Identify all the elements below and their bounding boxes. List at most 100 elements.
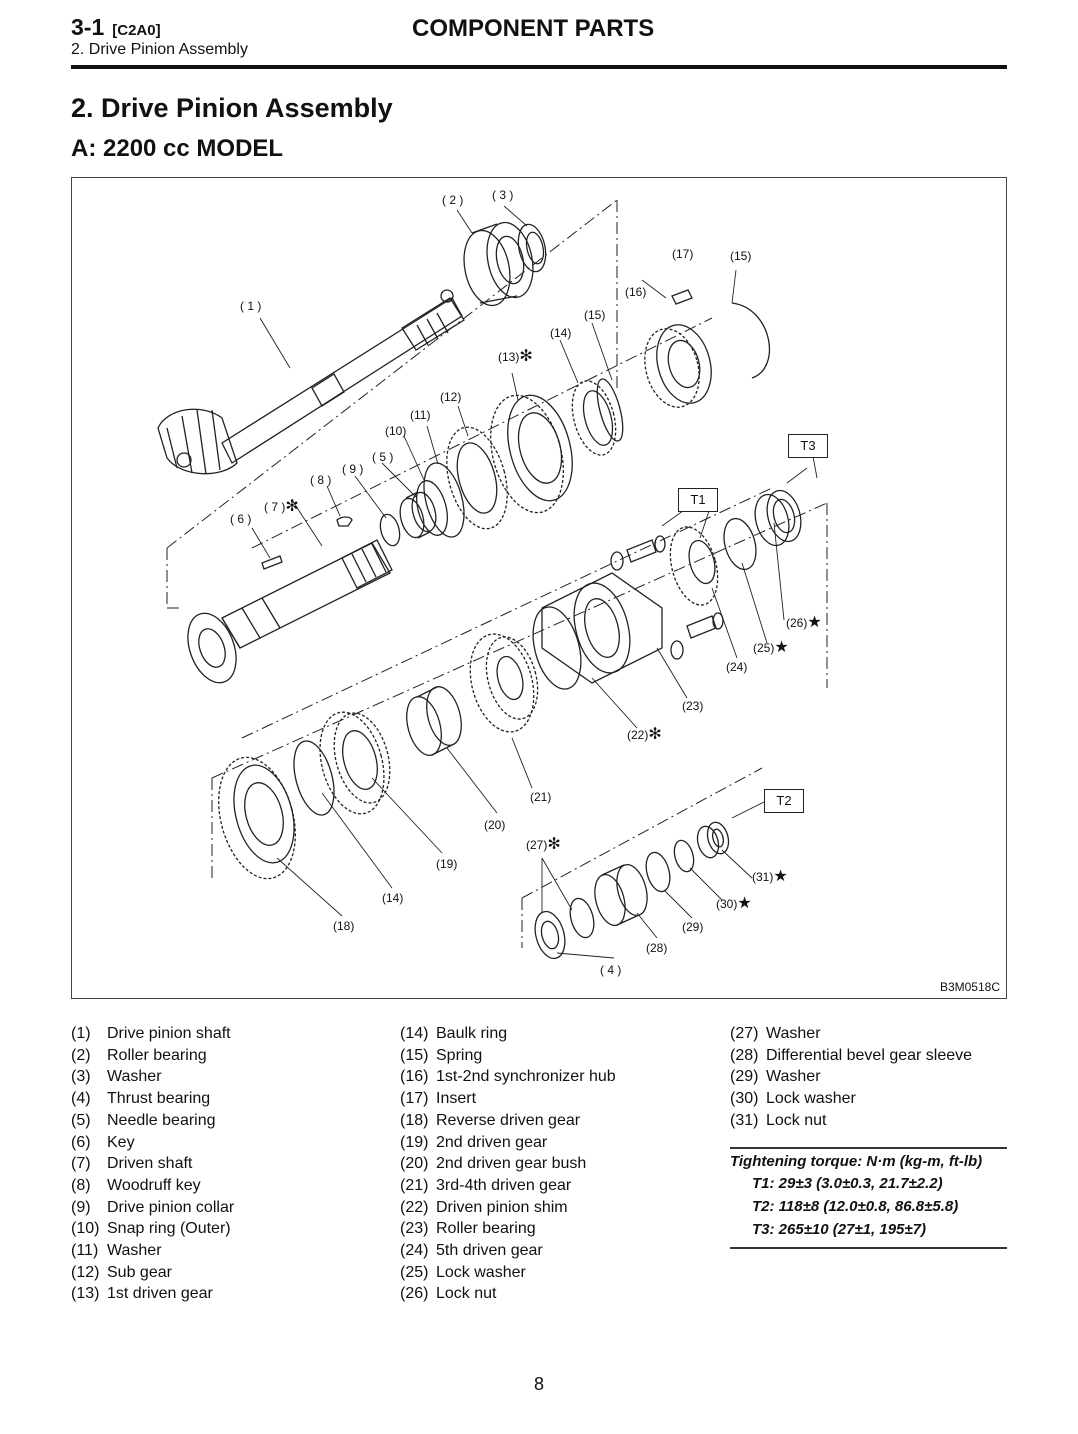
legend-item: (14) Baulk ring [400, 1023, 616, 1045]
tightening-torque-box: Tightening torque: N·m (kg-m, ft-lb) T1:… [730, 1147, 1007, 1249]
legend-name: Needle bearing [107, 1111, 216, 1129]
legend-num: (10) [71, 1220, 100, 1238]
legend-num: (28) [730, 1046, 759, 1064]
callout-7-num: ( 7 ) [264, 500, 286, 514]
legend-item: (10) Snap ring (Outer) [71, 1218, 234, 1240]
torque-t3: T3: 265±10 (27±1, 195±7) [752, 1221, 926, 1238]
legend-num: (7) [71, 1155, 91, 1173]
drive-pinion-collar-9 [379, 513, 401, 547]
callout-12: (12) [440, 390, 462, 404]
torque-tag-t2: T2 [764, 789, 804, 813]
callout-27-num: (27) [526, 838, 548, 852]
legend-item: (8)Woodruff key [71, 1175, 234, 1197]
legend-item: (26)Lock nut [400, 1283, 616, 1305]
legend-item: (13) 1st driven gear [71, 1283, 234, 1305]
third-fourth-gear-21 [469, 633, 539, 733]
legend-num: (30) [730, 1090, 759, 1108]
callout-11: (11) [410, 408, 431, 422]
legend-name: Spring [436, 1046, 483, 1064]
first-driven-gear-13 [490, 394, 573, 514]
legend-name: Washer [766, 1068, 821, 1086]
bolt-upper [610, 535, 666, 571]
legend-name: Woodruff key [107, 1176, 201, 1194]
callout-25-num: (25) [753, 641, 775, 655]
callout-22: (22)✻ [627, 724, 662, 744]
callout-25: (25)★ [753, 637, 789, 657]
legend-name: Baulk ring [436, 1025, 508, 1042]
torque-heading: Tightening torque: N·m (kg-m, ft-lb) [730, 1153, 983, 1170]
legend-item: (22)Driven pinion shim [400, 1197, 616, 1219]
legend-name: Washer [107, 1068, 162, 1086]
model-subtitle: A: 2200 cc MODEL [71, 135, 284, 162]
legend-name: Thrust bearing [107, 1090, 211, 1108]
callout-14-top: (14) [550, 326, 572, 340]
lock-nut-31 [696, 821, 730, 859]
star-mark: ★ [774, 639, 789, 656]
legend-item: (18)Reverse driven gear [400, 1110, 616, 1132]
legend-item: (5) Needle bearing [71, 1110, 234, 1132]
legend-column-2: (14)Baulk ring (15)Spring (16)1st-2nd sy… [400, 1023, 616, 1305]
legend-item: (2)Roller bearing [71, 1045, 234, 1067]
callout-14-lower: (14) [382, 891, 404, 905]
bolt-lower [670, 612, 724, 660]
callout-26: (26)★ [786, 612, 822, 632]
callout-30-num: (30) [716, 897, 738, 911]
legend-num: (25) [400, 1263, 429, 1281]
legend-name: 1st driven gear [107, 1285, 213, 1303]
section-code: [C2A0] [112, 22, 161, 39]
callout-23: (23) [682, 699, 704, 713]
torque-tag-t3: T3 [788, 434, 828, 458]
legend-name: 2nd driven gear [436, 1133, 548, 1151]
callout-2: ( 2 ) [442, 193, 464, 207]
legend-num: (1) [71, 1025, 91, 1042]
baulk-ring-14-lower [293, 740, 335, 816]
torque-t2: T2: 118±8 (12.0±0.8, 86.8±5.8) [752, 1198, 959, 1215]
legend-item: (25)Lock washer [400, 1262, 616, 1284]
legend-num: (24) [400, 1242, 429, 1260]
callout-28: (28) [646, 941, 668, 955]
legend-item: (1) Drive pinion shaft [71, 1023, 234, 1045]
callout-4: ( 4 ) [600, 963, 622, 977]
legend-num: (23) [400, 1220, 429, 1238]
legend-name: Snap ring (Outer) [107, 1220, 231, 1238]
exploded-diagram: ( 1 ) ( 2 ) ( 3 ) ( 4 ) ( 5 ) ( 6 ) ( 7 … [71, 177, 1007, 999]
asterisk-mark: ✻ [648, 726, 662, 743]
legend-num: (4) [71, 1090, 91, 1108]
legend-item: (9)Drive pinion collar [71, 1197, 234, 1219]
callout-3: ( 3 ) [492, 188, 514, 202]
legend-item: (6)Key [71, 1132, 234, 1154]
legend-name: Drive pinion shaft [107, 1025, 231, 1042]
page-number: 8 [533, 1374, 544, 1394]
legend-item: (3)Washer [71, 1066, 234, 1088]
legend-item: (30)Lock washer [730, 1088, 972, 1110]
legend-item: (7) Driven shaft [71, 1153, 234, 1175]
callout-24: (24) [726, 660, 748, 674]
legend-column-3: (27)Washer (28)Differential bevel gear s… [730, 1023, 972, 1132]
lock-nut-26 [754, 489, 802, 547]
legend-name: 3rd-4th driven gear [436, 1176, 572, 1194]
legend-item: (15)Spring [400, 1045, 616, 1067]
legend-name: Driven shaft [107, 1155, 193, 1173]
legend-item: (29)Washer [730, 1066, 972, 1088]
legend-num: (5) [71, 1111, 91, 1129]
callout-31: (31)★ [752, 866, 788, 886]
sub-gear-12 [446, 426, 508, 530]
spring-15 [596, 378, 624, 442]
second-driven-gear-19 [319, 711, 391, 815]
washer-27 [569, 897, 595, 939]
legend-item: (12)Sub gear [71, 1262, 234, 1284]
needle-bearing-5 [399, 491, 437, 539]
snap-ring-10 [416, 480, 448, 536]
star-mark: ★ [737, 895, 752, 912]
legend-num: (14) [400, 1025, 429, 1042]
legend-name: Insert [436, 1090, 477, 1108]
legend-item: (24)5th driven gear [400, 1240, 616, 1262]
legend-item: (19)2nd driven gear [400, 1132, 616, 1154]
callout-5: ( 5 ) [372, 450, 394, 464]
legend-item: (20)2nd driven gear bush [400, 1153, 616, 1175]
legend-item: (23)Roller bearing [400, 1218, 616, 1240]
section-heading: 3-1[C2A0] [71, 14, 161, 41]
legend-num: (16) [400, 1068, 429, 1086]
legend-num: (13) [71, 1285, 100, 1303]
legend-name: Sub gear [107, 1263, 172, 1281]
